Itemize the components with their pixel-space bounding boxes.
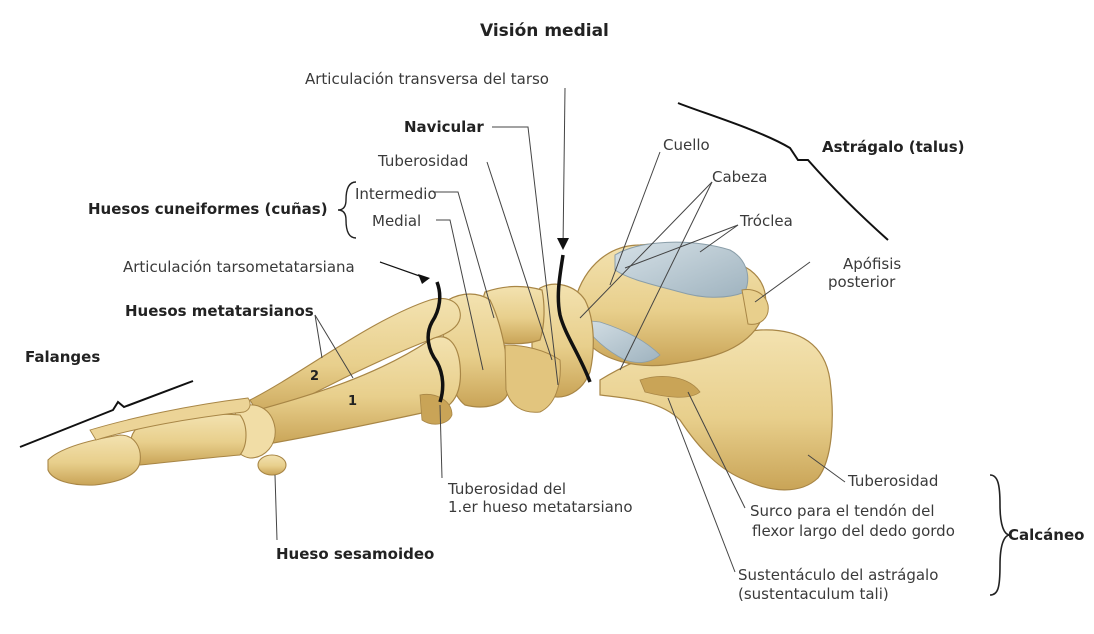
sustentaculum-ridge — [639, 376, 701, 398]
label-tuberosidad-metatarsiano-line1: Tuberosidad del — [448, 480, 567, 498]
metatarsal-2 — [249, 297, 461, 421]
cuneiform-lower — [504, 344, 561, 413]
leader-cuello — [609, 151, 661, 286]
label-tuberosidad-navicular: Tuberosidad — [378, 152, 469, 170]
label-surco-line1: Surco para el tendón del — [750, 502, 935, 520]
leader-tuberosidad-calcaneo — [807, 454, 846, 483]
leader-navicular — [492, 126, 559, 386]
label-metatarsianos: Huesos metatarsianos — [125, 302, 314, 320]
phalanges-bracket — [19, 380, 194, 448]
label-sesamoideo: Hueso sesamoideo — [276, 545, 435, 563]
arrow-tarsometatarsal-shaft — [379, 261, 429, 280]
leader-intermedio — [433, 191, 495, 319]
label-cuneiformes: Huesos cuneiformes (cuñas) — [88, 200, 328, 218]
label-articulacion-transversa: Articulación transversa del tarso — [305, 70, 549, 88]
posterior-process — [741, 289, 769, 325]
leader-cabeza-2 — [619, 181, 713, 371]
label-sustentaculo-line2: (sustentaculum tali) — [738, 585, 889, 603]
cuneiform-brace — [337, 181, 357, 239]
leader-metatarsianos-2 — [314, 314, 323, 359]
label-intermedio: Intermedio — [355, 185, 437, 203]
leader-sustentaculo — [667, 397, 736, 573]
calcaneus-brace — [989, 474, 1011, 596]
leader-metatarsianos-1 — [314, 314, 354, 379]
metatarsal-1-tuberosity — [419, 393, 453, 425]
label-astragalo: Astrágalo (talus) — [822, 138, 965, 156]
label-sustentaculo-line1: Sustentáculo del astrágalo — [738, 566, 939, 584]
lesser-phalanges — [89, 397, 251, 441]
leader-cabeza — [579, 181, 713, 319]
tarsometatarsal-joint-line — [426, 281, 445, 403]
leader-medial — [436, 219, 484, 371]
diagram-title: Visión medial — [480, 21, 609, 41]
talus-bracket — [677, 102, 889, 241]
leader-tuberosidad-metatarsiano — [439, 404, 443, 479]
label-navicular: Navicular — [404, 118, 484, 136]
label-medial: Medial — [372, 212, 422, 230]
label-surco-line2: flexor largo del dedo gordo — [752, 522, 955, 540]
leader-articulacion-transversa — [562, 87, 566, 249]
label-articulacion-tarsometatarsiana: Articulación tarsometatarsiana — [123, 258, 355, 276]
label-tuberosidad-calcaneo: Tuberosidad — [848, 472, 939, 490]
label-tuberosidad-metatarsiano-line2: 1.er hueso metatarsiano — [448, 498, 633, 516]
label-apofisis-line2: posterior — [828, 273, 896, 291]
label-calcaneo: Calcáneo — [1008, 526, 1085, 544]
label-troclea: Tróclea — [740, 212, 793, 230]
label-metatarsal-1: 1 — [348, 394, 358, 409]
arrow-transverse — [557, 238, 569, 250]
transverse-tarsal-joint-line — [556, 254, 592, 383]
sesamoid-bone — [257, 454, 287, 476]
label-metatarsal-2: 2 — [310, 369, 320, 384]
label-apofisis-line1: Apófisis — [843, 255, 902, 273]
leader-apofisis — [754, 261, 811, 303]
label-cuello: Cuello — [663, 136, 710, 154]
leader-troclea-1 — [699, 224, 739, 253]
leader-troclea-2 — [624, 224, 739, 269]
label-falanges: Falanges — [25, 348, 101, 366]
label-cabeza: Cabeza — [712, 168, 768, 186]
distal-phalanx — [47, 434, 141, 486]
leader-surco — [687, 391, 746, 509]
leader-sesamoideo — [274, 474, 278, 541]
talus-head-cartilage — [579, 319, 661, 363]
leader-tuberosidad-navicular — [486, 161, 553, 361]
